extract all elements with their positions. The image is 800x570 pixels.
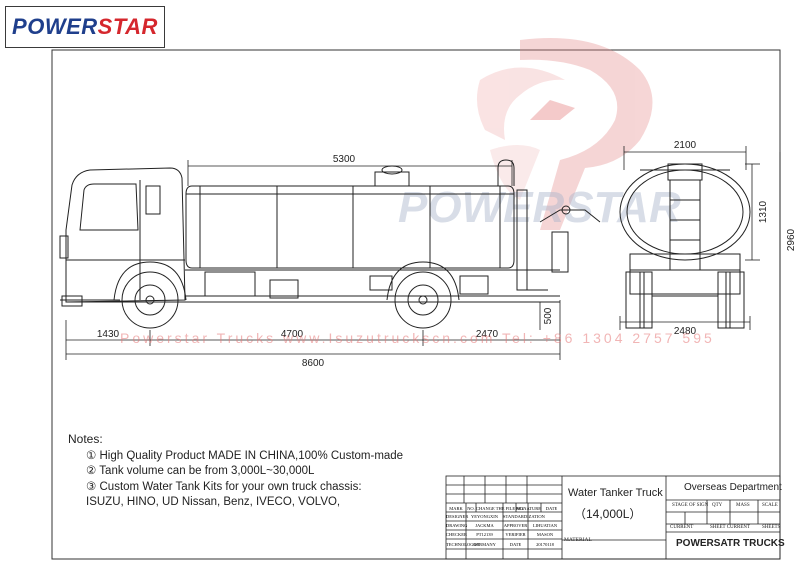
row1-col1: DESIGNER (446, 514, 469, 519)
row3-col1: CHECKER (446, 532, 468, 537)
row3-col4: MASON (536, 532, 554, 537)
logo-star: STAR (97, 14, 158, 39)
department: Overseas Department (684, 482, 782, 493)
product-name: Water Tanker Truck (568, 487, 663, 499)
row3-col3: VERIFIER (505, 532, 526, 537)
mass-label: MASS (736, 503, 750, 508)
row4-col3: DATE (509, 542, 522, 547)
rear-chassis (629, 253, 741, 295)
hdr-mark: MARK (449, 506, 463, 511)
sheets-label: SHEETS (762, 525, 781, 530)
tank-body (185, 185, 515, 269)
eagle-watermark (476, 38, 653, 230)
cab-outline (65, 167, 186, 303)
rear-wheel-left (625, 271, 645, 329)
dim-overall-length: 8600 (302, 358, 325, 369)
note-item-3: ③ Custom Water Tank Kits for your own tr… (86, 480, 362, 493)
dim-wheelbase: 4700 (281, 329, 304, 340)
dim-front-overhang: 1430 (97, 329, 120, 340)
title-block (445, 475, 781, 560)
dim-rear-section: 2470 (476, 329, 499, 340)
cab-window (79, 183, 139, 231)
row3-col2: PT12139 (476, 532, 493, 537)
row2-col3: APPROVER (503, 523, 528, 528)
row1-col2: YEYONGXIN (471, 514, 498, 519)
stage-of-sign: STAGE OF SIGN (672, 503, 709, 508)
qty-label: QTY (712, 503, 723, 508)
rear-wheel (394, 271, 452, 329)
note-item-1: ① High Quality Product MADE IN CHINA,100… (86, 449, 404, 462)
notes-section: Notes: ① High Quality Product MADE IN CH… (68, 432, 403, 511)
row2-col1: DRAWING (446, 523, 468, 528)
hdr-date: DATE (545, 506, 558, 511)
front-wheel (121, 271, 179, 329)
dimension-lines (65, 146, 781, 360)
hdr-no: NO. (467, 506, 475, 511)
product-capacity: （14,000L） (574, 507, 642, 521)
pump-unit (551, 231, 569, 273)
note-brands: ISUZU, HINO, UD Nissan, Benz, IVECO, VOL… (86, 496, 341, 508)
dim-rear-tank-height: 1310 (758, 200, 769, 223)
sheet-current-label: SHEET CURRENT (710, 525, 751, 530)
row2-col4: LIHUATIAN (532, 523, 558, 528)
rear-wheel-right (725, 271, 745, 329)
ladder-rail (497, 159, 515, 186)
row4-col1: TECHNOLOGIST (446, 542, 481, 547)
row2-col2: JACKMA (475, 523, 494, 528)
company-name: POWERSATR TRUCKS (676, 538, 785, 549)
dim-rear-height-small: 500 (543, 307, 554, 324)
hdr-change: CHANGE THE FILE NO. (476, 506, 524, 511)
dim-rear-width-bottom: 2480 (674, 326, 697, 337)
dim-tank-length: 5300 (333, 154, 356, 165)
dim-rear-overall-height: 2960 (786, 228, 797, 251)
logo-power: POWER (12, 14, 98, 39)
current-label: CURRENT (670, 525, 694, 530)
row4-col4: 20170118 (536, 542, 554, 547)
row1-col3: STANDARDIZATION (503, 514, 545, 519)
side-view-truck (59, 159, 601, 329)
manhole-cover (374, 171, 410, 187)
hdr-signature: SIGNATURE (516, 506, 542, 511)
row4-col2: GERMANY (473, 542, 496, 547)
dim-rear-width-top: 2100 (674, 140, 697, 151)
mirror (59, 235, 69, 259)
bumper (61, 295, 83, 307)
cab-side-window (145, 185, 161, 215)
spray-arm (539, 209, 601, 223)
banner-watermark: Powerstar Trucks www.Isuzutruckscn.com T… (120, 330, 715, 346)
watermark-text: POWERSTAR (398, 183, 681, 232)
notes-title: Notes: (68, 432, 103, 446)
material-label: MATERIAL (564, 537, 592, 543)
note-item-2: ② Tank volume can be from 3,000L~30,000L (86, 465, 315, 477)
scale-label: SCALE (762, 503, 778, 508)
rear-view-truck (619, 163, 751, 329)
rear-manhole (667, 163, 703, 181)
